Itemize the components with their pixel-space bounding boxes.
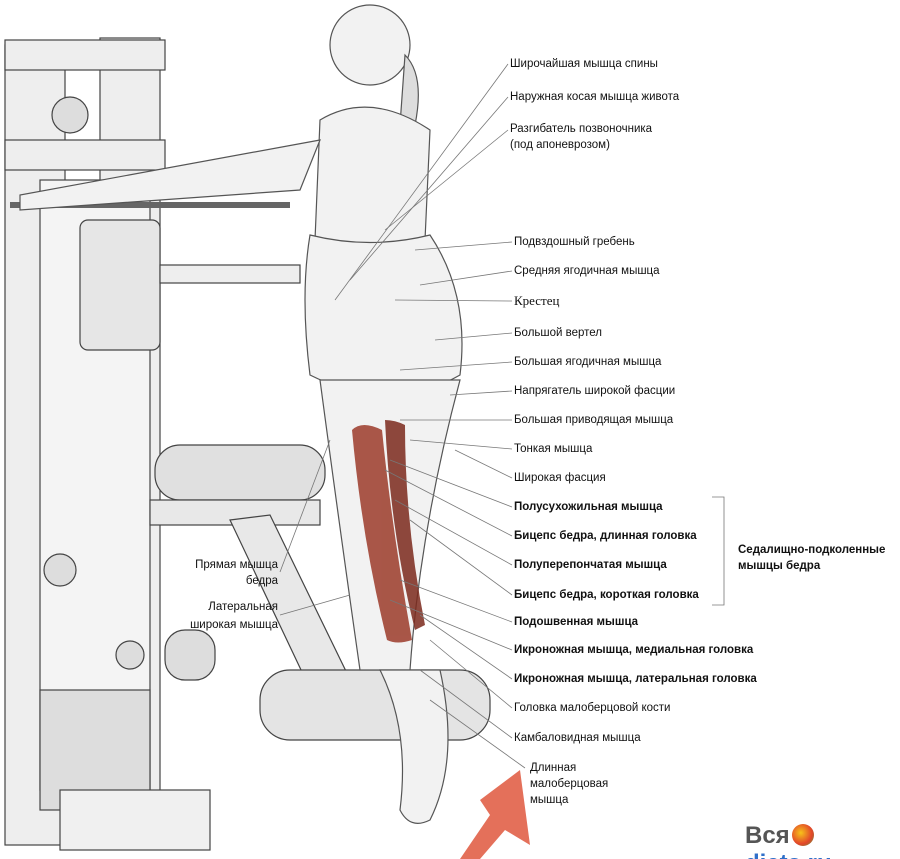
machine-frame — [4, 37, 491, 851]
label-gluteus-medius: Средняя ягодичная мышца — [514, 265, 660, 277]
label-adductor-magnus: Большая приводящая мышца — [514, 414, 674, 426]
label-gracilis: Тонкая мышца — [514, 443, 593, 455]
label-hamstrings-2: мышцы бедра — [738, 560, 821, 572]
label-vastus-lateralis-2: широкая мышца — [190, 619, 278, 631]
leader-lines — [279, 63, 725, 769]
label-gluteus-maximus: Большая ягодичная мышца — [514, 356, 662, 368]
watermark-logo: Всяdiets.ru — [745, 822, 900, 859]
label-biceps-femoris-short: Бицепс бедра, короткая головка — [514, 589, 699, 601]
label-erector-spinae: Разгибатель позвоночника — [510, 123, 653, 135]
label-peroneus-2: малоберцовая — [530, 778, 609, 790]
label-semitendinosus: Полусухожильная мышца — [514, 501, 663, 513]
label-greater-trochanter: Большой вертел — [514, 327, 603, 339]
label-gastrocnemius-medial: Икроножная мышца, медиальная головка — [514, 644, 754, 656]
arrow-icon — [460, 770, 530, 859]
hamstring-muscles — [352, 420, 425, 643]
label-fascia-lata: Широкая фасция — [514, 472, 606, 484]
label-plantaris: Подошвенная мышца — [514, 616, 639, 628]
label-peroneus-3: мышца — [530, 794, 569, 806]
label-vastus-lateralis-1: Латеральная — [208, 601, 278, 613]
label-external-oblique: Наружная косая мышца живота — [510, 91, 680, 103]
label-sacrum: Крестец — [514, 293, 560, 308]
watermark-suffix: diets.ru — [745, 850, 832, 859]
label-gastrocnemius-lateral: Икроножная мышца, латеральная головка — [514, 673, 757, 685]
label-fibula-head: Головка малоберцовой кости — [514, 702, 671, 714]
label-erector-spinae-note: (под апоневрозом) — [510, 139, 610, 151]
label-semimembranosus: Полуперепончатая мышца — [514, 559, 667, 571]
watermark-prefix: Вся — [745, 822, 790, 849]
label-soleus: Камбаловидная мышца — [514, 732, 641, 744]
apple-icon — [791, 824, 814, 846]
label-peroneus-1: Длинная — [530, 762, 577, 774]
label-rectus-femoris-1: Прямая мышца — [195, 559, 278, 571]
label-iliac-crest: Подвздошный гребень — [514, 236, 635, 248]
label-rectus-femoris-2: бедра — [245, 575, 278, 587]
label-biceps-femoris-long: Бицепс бедра, длинная головка — [514, 530, 697, 542]
label-tensor-fasciae-latae: Напрягатель широкой фасции — [514, 385, 676, 397]
label-latissimus: Широчайшая мышца спины — [510, 58, 658, 70]
label-hamstrings-1: Седалищно-подколенные — [738, 544, 886, 556]
